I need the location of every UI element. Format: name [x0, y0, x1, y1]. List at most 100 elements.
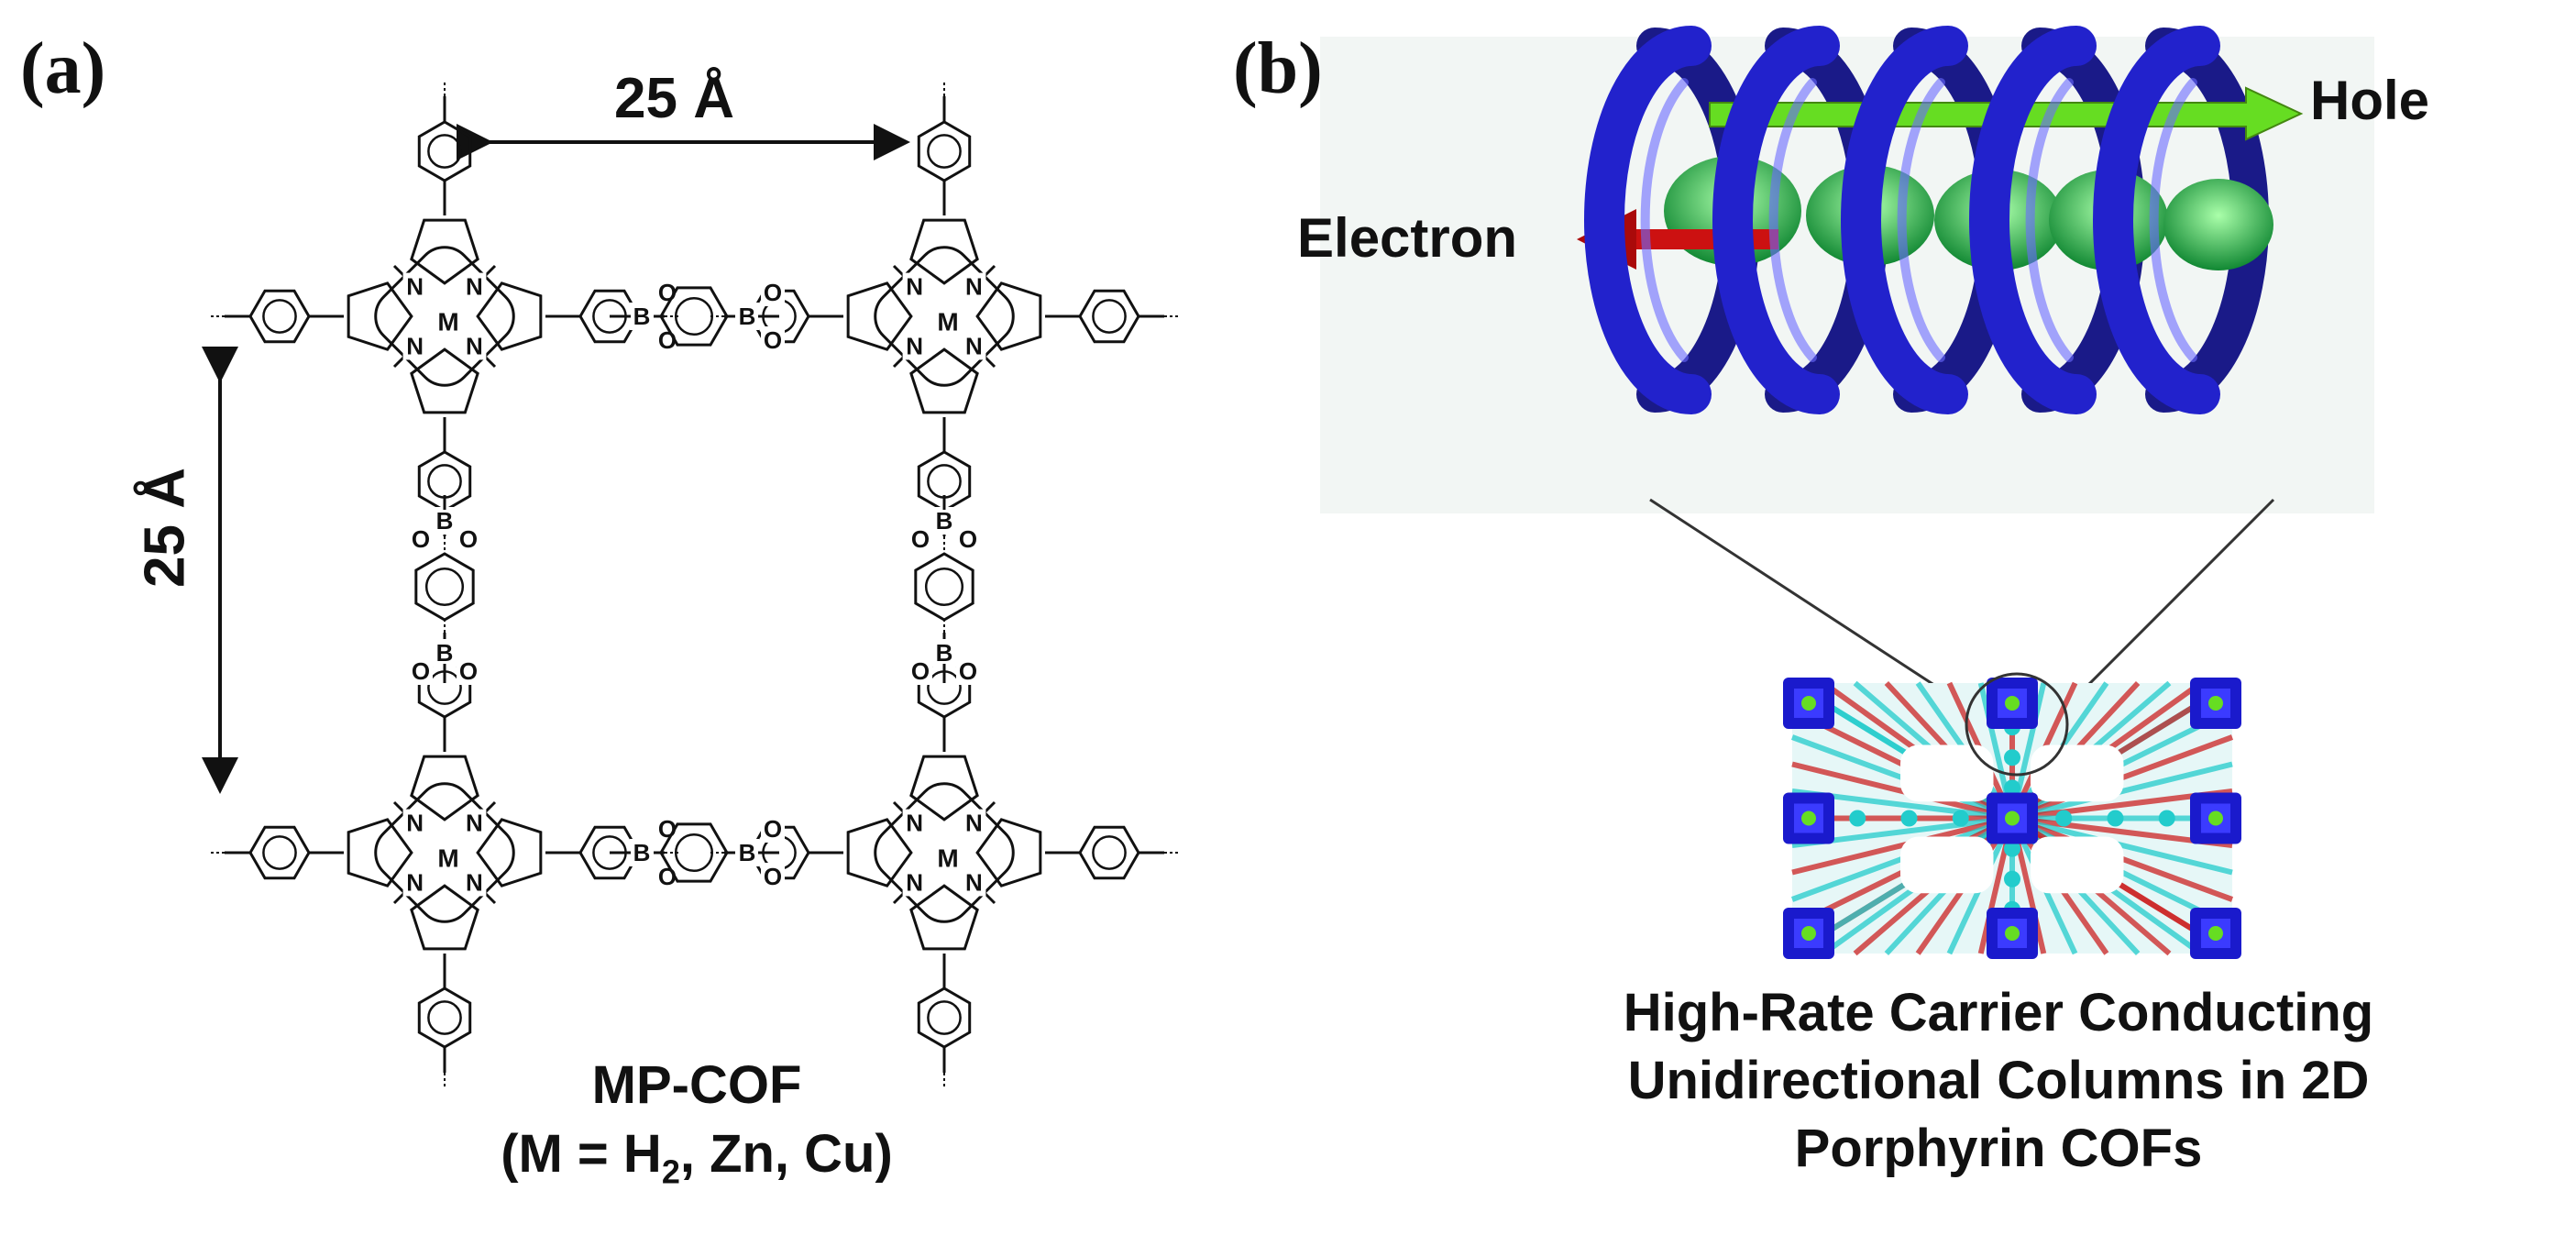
hole-label: Hole — [2310, 70, 2430, 131]
boron-atom: B — [436, 639, 454, 667]
oxygen-atom: O — [764, 326, 782, 354]
oxygen-atom: O — [459, 657, 478, 685]
boron-atom: B — [739, 839, 756, 866]
compound-formula: (M = H2, Zn, Cu) — [501, 1124, 893, 1191]
oxygen-atom: O — [764, 279, 782, 306]
nitrogen-atom: N — [906, 332, 923, 359]
porphyrin-node — [1783, 678, 1834, 729]
phenyl-ring — [917, 987, 972, 1049]
panel-b-label: (b) — [1233, 28, 1323, 109]
lattice-pore — [2031, 836, 2124, 894]
coil-turn-front — [1841, 26, 1968, 414]
coil-turn-front — [1584, 26, 1712, 414]
coil-turn-front — [1969, 26, 2097, 414]
coil-turn-front — [2093, 26, 2220, 414]
boron-atom: B — [739, 303, 756, 330]
metal-center: M — [937, 844, 958, 873]
phenyl-ring — [417, 120, 472, 182]
phenyl-ring — [248, 825, 311, 880]
metal-center: M — [437, 844, 458, 873]
compound-name: MP-COF — [591, 1055, 802, 1115]
nitrogen-atom: N — [965, 273, 983, 301]
metal-center: M — [937, 308, 958, 336]
caption-line-1: High-Rate Carrier Conducting — [1623, 983, 2374, 1042]
panel-a-label: (a) — [20, 28, 106, 109]
nitrogen-atom: N — [965, 810, 983, 837]
phenyl-ring — [1078, 825, 1140, 880]
nitrogen-atom: N — [906, 273, 923, 301]
linker-ring — [414, 552, 475, 622]
phenyl-ring — [417, 987, 472, 1049]
lattice-background — [1792, 683, 2232, 954]
nitrogen-atom: N — [965, 332, 983, 359]
coil-turn-back — [1765, 28, 1888, 413]
vertical-dimension-label: 25 Å — [133, 468, 197, 588]
boron-atom: B — [936, 507, 953, 535]
lattice-pore — [1900, 836, 1994, 894]
nitrogen-atom: N — [466, 273, 483, 301]
metal-center: M — [437, 308, 458, 336]
oxygen-atom: O — [959, 657, 977, 685]
nitrogen-atom: N — [906, 810, 923, 837]
boron-atom: B — [936, 639, 953, 667]
lattice-pore — [2031, 744, 2124, 802]
porphyrin-node — [1987, 792, 2038, 844]
coil-turn-back — [2145, 28, 2269, 413]
boron-atom: B — [633, 303, 651, 330]
nitrogen-atom: N — [406, 332, 424, 359]
boron-atom: B — [436, 507, 454, 535]
oxygen-atom: O — [911, 657, 930, 685]
coil-turn-back — [1636, 28, 1760, 413]
porphyrin-node — [2190, 908, 2241, 959]
coil-background — [1320, 37, 2374, 513]
zoom-line-right — [2065, 498, 2275, 708]
zoom-circle — [1965, 672, 2069, 777]
cof-lattice-model — [1783, 678, 2241, 959]
oxygen-atom: O — [459, 525, 478, 553]
phenyl-ring — [917, 120, 972, 182]
coil-turn-back — [1893, 28, 2017, 413]
caption-line-2: Unidirectional Columns in 2D — [1627, 1051, 2370, 1110]
porphyrin-node — [1987, 908, 2038, 959]
porphyrin-node — [1783, 792, 1834, 844]
nitrogen-atom: N — [466, 868, 483, 896]
zoom-line-left — [1649, 498, 1967, 708]
porphyrin-node — [2190, 792, 2241, 844]
nitrogen-atom: N — [466, 810, 483, 837]
nitrogen-atom: N — [406, 868, 424, 896]
phenyl-ring — [248, 289, 311, 344]
coil-turn-front — [1712, 26, 1840, 414]
electron-arrow — [1577, 209, 1778, 270]
oxygen-atom: O — [412, 657, 430, 685]
panel-b-caption: High-Rate Carrier Conducting Unidirectio… — [1430, 979, 2567, 1183]
nitrogen-atom: N — [406, 273, 424, 301]
oxygen-atom: O — [911, 525, 930, 553]
nitrogen-atom: N — [466, 332, 483, 359]
oxygen-atom: O — [764, 863, 782, 890]
linker-ring — [659, 286, 729, 347]
nitrogen-atom: N — [406, 810, 424, 837]
porphyrin-node — [2190, 678, 2241, 729]
nitrogen-atom: N — [965, 868, 983, 896]
helical-column-front — [1584, 26, 2220, 414]
oxygen-atom: O — [764, 815, 782, 843]
nitrogen-atom: N — [906, 868, 923, 896]
column-core — [1664, 156, 2273, 270]
porphyrin-node — [1783, 908, 1834, 959]
oxygen-atom: O — [959, 525, 977, 553]
porphyrin-node — [1987, 678, 2038, 729]
electron-label: Electron — [1297, 207, 1518, 269]
phenyl-ring — [1078, 289, 1140, 344]
coil-turn-back — [2021, 28, 2145, 413]
caption-line-3: Porphyrin COFs — [1794, 1119, 2203, 1178]
helical-column-back — [1636, 28, 2269, 413]
lattice-pore — [1900, 744, 1994, 802]
horizontal-dimension-label: 25 Å — [614, 67, 734, 130]
linker-ring — [659, 822, 729, 883]
boron-atom: B — [633, 839, 651, 866]
hole-arrow — [1709, 86, 2304, 141]
linker-ring — [914, 552, 974, 622]
oxygen-atom: O — [412, 525, 430, 553]
